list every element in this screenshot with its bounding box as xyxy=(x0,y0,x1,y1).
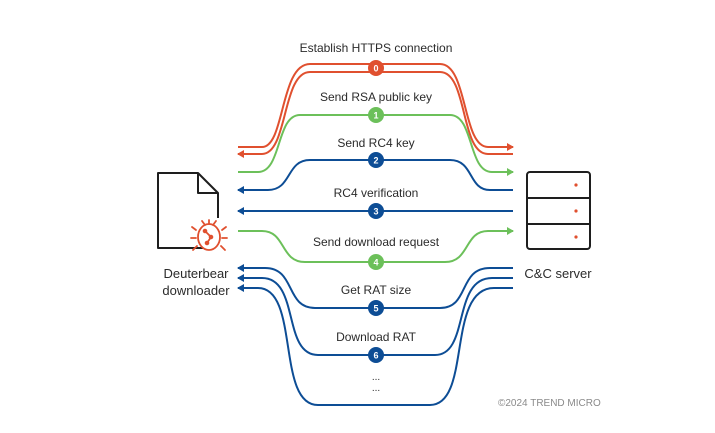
document-bug-icon xyxy=(157,172,219,249)
badge-number: 0 xyxy=(373,64,378,74)
badge-number: 1 xyxy=(373,111,378,121)
server-label: C&C server xyxy=(524,266,592,281)
step-badge-5: 5 xyxy=(368,300,384,316)
step-label: Send RC4 key xyxy=(337,136,414,150)
badge-number: 6 xyxy=(373,351,378,361)
bug-icon xyxy=(190,219,228,251)
step-badge-1: 1 xyxy=(368,107,384,123)
step-labels: Establish HTTPS connection Send RSA publ… xyxy=(300,41,453,344)
step-badge-0: 0 xyxy=(368,60,384,76)
step-label: Send download request xyxy=(313,235,440,249)
badge-number: 3 xyxy=(373,207,378,217)
badge-number: 4 xyxy=(373,258,378,268)
client-label-line2: downloader xyxy=(162,283,230,298)
step-badges: 0 1 2 3 4 5 6 xyxy=(368,60,384,363)
step-label: Send RSA public key xyxy=(320,90,432,104)
step-label: Get RAT size xyxy=(341,283,412,297)
step-label: Download RAT xyxy=(336,330,416,344)
copyright: ©2024 TREND MICRO xyxy=(498,398,601,409)
step-badge-3: 3 xyxy=(368,203,384,219)
server-icon xyxy=(526,171,591,250)
step-label: RC4 verification xyxy=(334,186,419,200)
badge-number: 2 xyxy=(373,156,378,166)
flow-line-continuation xyxy=(237,284,513,406)
ellipsis: ... xyxy=(372,383,380,394)
badge-number: 5 xyxy=(373,304,378,314)
ellipsis: ... xyxy=(372,372,380,383)
client-label-line1: Deuterbear xyxy=(163,266,229,281)
step-badge-4: 4 xyxy=(368,254,384,270)
step-badge-2: 2 xyxy=(368,152,384,168)
step-badge-6: 6 xyxy=(368,347,384,363)
step-label: Establish HTTPS connection xyxy=(300,41,453,55)
